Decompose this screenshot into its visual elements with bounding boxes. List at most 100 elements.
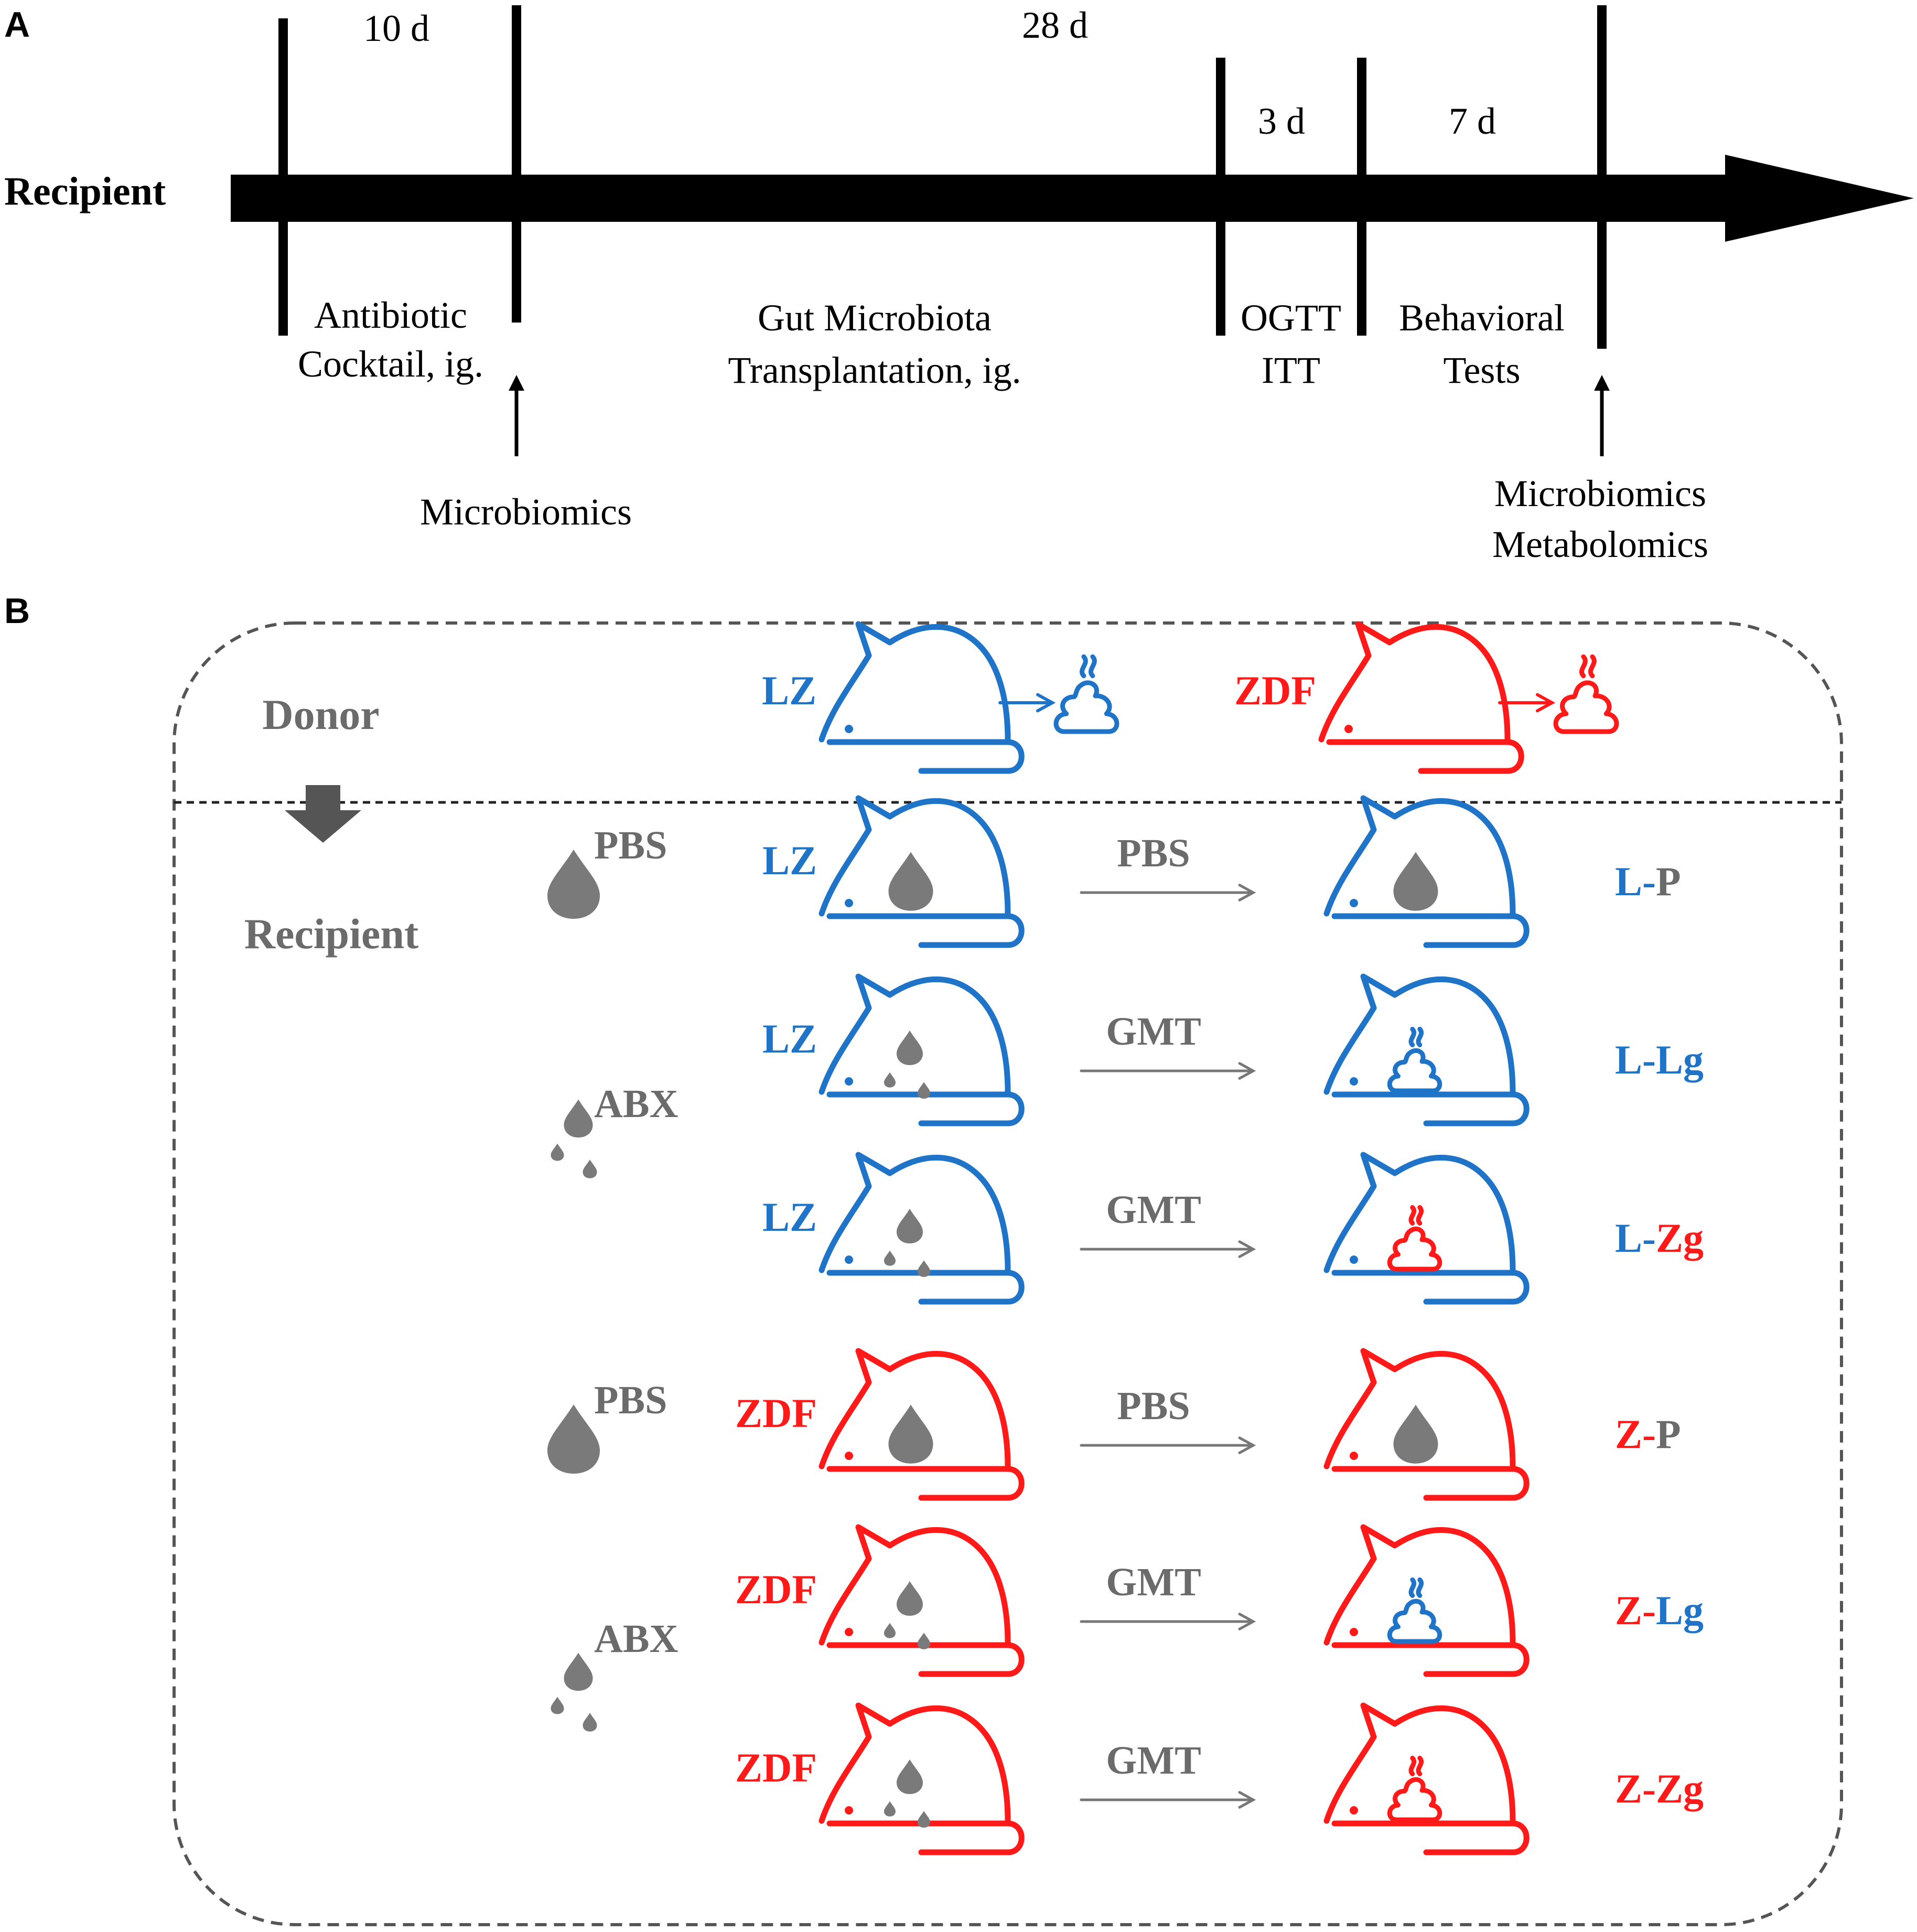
recipient-strain-label: LZ (762, 1016, 817, 1061)
recipient-rat-after-icon (1327, 798, 1526, 945)
recipient-strain-label: ZDF (735, 1566, 817, 1612)
sampling-second-line1: Microbiomics (1494, 473, 1706, 514)
recipient-rat-after-icon (1327, 1705, 1526, 1852)
rat-content (884, 1209, 930, 1277)
phase-antibiotic-line2: Cocktail, ig. (298, 343, 483, 385)
duration-gmt: 28 d (1022, 4, 1088, 46)
recipient-strain-label: LZ (762, 1194, 817, 1240)
recipient-rat-after-icon (1327, 1155, 1526, 1302)
donor-strain-label: LZ (762, 668, 816, 713)
donor-label: Donor (262, 691, 379, 738)
feces-icon (1390, 1758, 1439, 1820)
recipient-strain-label: ZDF (735, 1745, 817, 1790)
recipient-rat-after-icon (1327, 976, 1526, 1123)
panel-b: B Donor Recipient PBS ABX PBS (4, 591, 1843, 1926)
timeline-axis-label: Recipient (4, 169, 166, 213)
duration-behavior: 7 d (1449, 100, 1496, 142)
treatment-legends: PBS ABX PBS ABX (547, 823, 678, 1732)
donor-row: LZ ZDF (762, 624, 1617, 771)
donor-rat-icon (1321, 624, 1521, 771)
rat-content (884, 1759, 930, 1828)
feces-icon (1390, 1207, 1439, 1269)
procedure-label: GMT (1106, 1738, 1201, 1783)
sampling-arrows (509, 375, 1610, 456)
rat-content (888, 852, 933, 911)
rat-content (884, 1581, 930, 1649)
recipient-rat-after-icon (1327, 1351, 1526, 1498)
donor-feces-icon (1556, 657, 1617, 732)
group-label: L-Lg (1615, 1037, 1704, 1082)
procedure-arrow (1080, 1791, 1256, 1809)
procedure-arrow (1080, 1436, 1256, 1454)
abx-drops-icon (884, 1581, 930, 1649)
donor-transfer-arrow (1498, 693, 1556, 713)
design-frame (173, 621, 1843, 1926)
rat-content (1390, 1207, 1439, 1269)
abx-label-b: ABX (594, 1617, 678, 1661)
procedure-label: GMT (1106, 1188, 1201, 1232)
abx-drops-icon-2 (551, 1652, 597, 1732)
rat-content (1390, 1029, 1439, 1091)
rat-content (884, 1031, 930, 1099)
timeline-arrow (231, 155, 1914, 242)
duration-labels: 10 d 28 d 3 d 7 d (363, 4, 1496, 142)
recipient-rat-before-icon (822, 1155, 1021, 1302)
rat-content (1390, 1758, 1439, 1820)
procedure-label: PBS (1117, 1384, 1190, 1428)
abx-drops-icon (884, 1209, 930, 1277)
phase-ogtt-line2: ITT (1262, 349, 1320, 391)
abx-drops-icon (884, 1759, 930, 1828)
rat-content (1393, 852, 1438, 911)
procedure-arrow (1080, 1062, 1256, 1080)
timeline-ticks (278, 5, 1607, 349)
phase-gmt-line1: Gut Microbiota (758, 297, 992, 339)
sampling-first: Microbiomics (420, 491, 632, 533)
panel-b-letter: B (4, 591, 30, 631)
group-row: ZDF GMT Z-Zg (735, 1705, 1704, 1852)
rat-content (1390, 1580, 1439, 1641)
group-label: Z-Zg (1615, 1766, 1704, 1811)
procedure-label: GMT (1106, 1010, 1201, 1054)
rat-content (1393, 1404, 1438, 1464)
donor-strain-label: ZDF (1234, 668, 1316, 713)
donor-feces-icon (1056, 657, 1117, 732)
pbs-label-a: PBS (594, 823, 667, 867)
phase-ogtt-line1: OGTT (1241, 297, 1341, 339)
recipient-label: Recipient (244, 910, 418, 958)
recipient-rat-before-icon (822, 1351, 1021, 1498)
procedure-label: PBS (1117, 831, 1190, 875)
abx-drops-icon (551, 1099, 597, 1178)
phase-antibiotic-line1: Antibiotic (314, 294, 467, 336)
procedure-arrow (1080, 884, 1256, 901)
pbs-drop-icon (888, 1404, 933, 1464)
procedure-arrow (1080, 1613, 1256, 1630)
recipient-rat-before-icon (822, 976, 1021, 1123)
group-label: Z-Lg (1615, 1587, 1704, 1633)
donor-rat-icon (822, 624, 1021, 771)
pbs-drop-icon (888, 852, 933, 911)
recipient-rat-before-icon (822, 1705, 1021, 1852)
phase-behavior-line1: Behavioral (1399, 297, 1565, 339)
feces-icon (1390, 1029, 1439, 1091)
sampling-second-line2: Metabolomics (1492, 523, 1708, 565)
panel-a-letter: A (4, 5, 30, 45)
pbs-label-b: PBS (594, 1378, 667, 1422)
recipient-rat-before-icon (822, 798, 1021, 945)
abx-drops-icon (884, 1031, 930, 1099)
recipient-strain-label: LZ (762, 838, 817, 883)
pbs-drop-icon (1393, 852, 1438, 911)
phase-gmt-line2: Transplantation, ig. (728, 349, 1021, 391)
recipient-rat-after-icon (1327, 1527, 1526, 1674)
phase-labels: Antibiotic Cocktail, ig. Gut Microbiota … (298, 294, 1565, 391)
donor-transfer-arrow (998, 693, 1056, 713)
pbs-drop-icon (1393, 1404, 1438, 1464)
abx-label-a: ABX (594, 1082, 678, 1126)
recipient-rat-before-icon (822, 1527, 1021, 1674)
recipient-strain-label: ZDF (735, 1390, 817, 1436)
